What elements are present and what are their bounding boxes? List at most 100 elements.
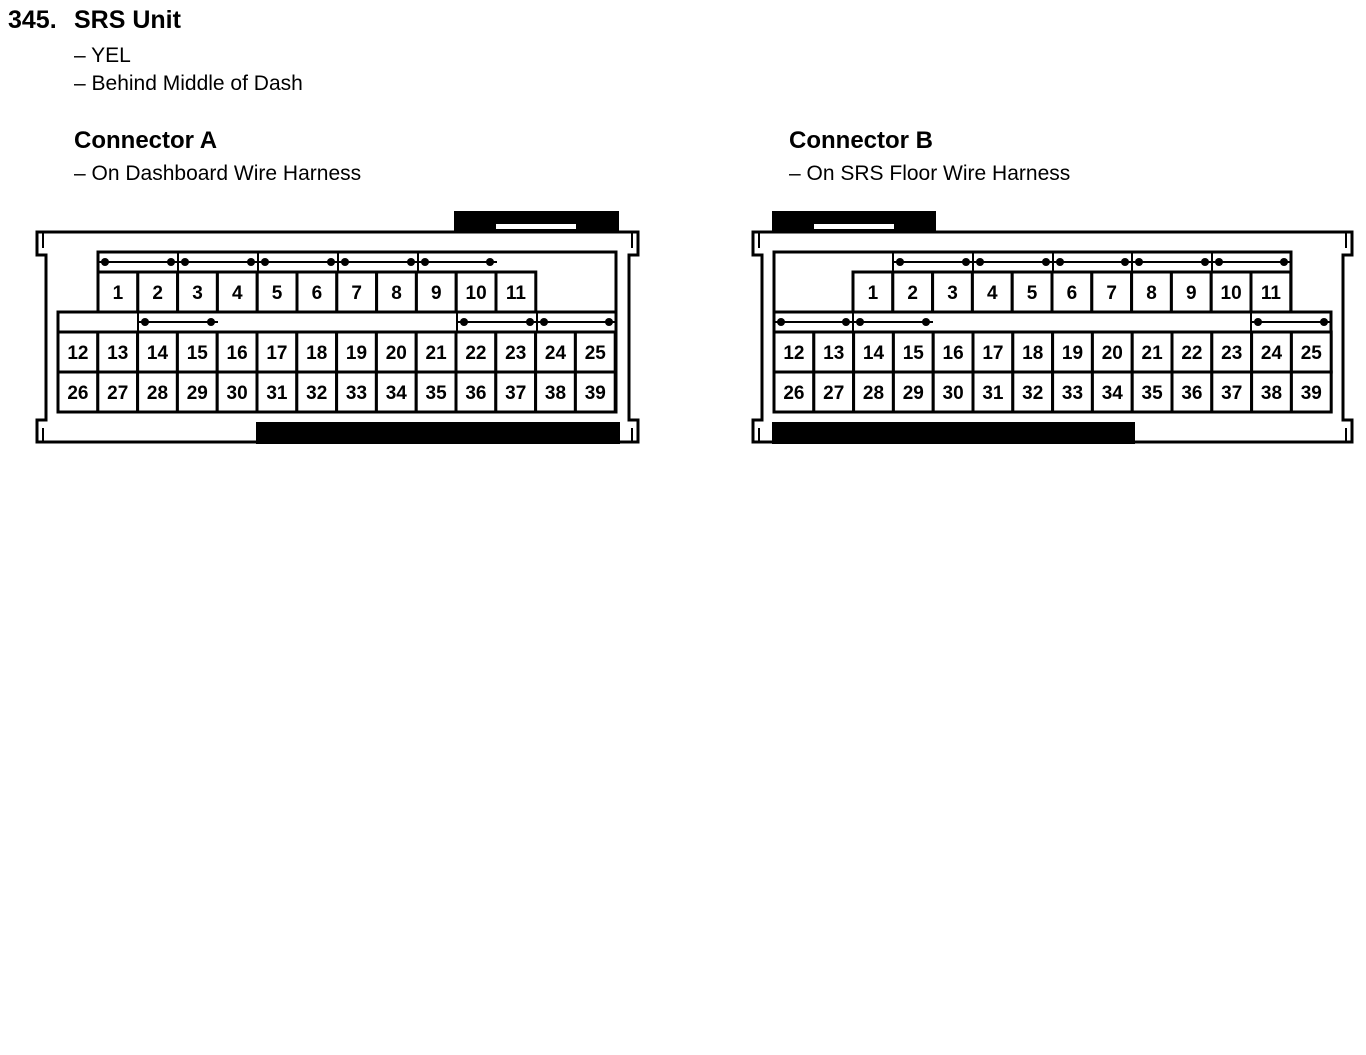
shorting-bar-contact	[207, 318, 215, 326]
pin-row	[8, 1012, 49, 1041]
pin-cell-label: 37	[1221, 383, 1242, 404]
pin-cell-label: 4	[232, 283, 243, 304]
pin-row	[350, 983, 391, 1012]
pin-cell-label: 10	[1221, 283, 1242, 304]
shorting-bar-contact	[327, 258, 335, 266]
pin-cell-label: 13	[107, 343, 128, 364]
pin-cell	[56, 370, 100, 414]
pin-row	[1067, 638, 1105, 667]
pin-row	[1067, 955, 1105, 984]
pin-cell-label: 1	[868, 283, 879, 304]
pin-cell-label: 22	[465, 343, 486, 364]
pin-cell	[573, 370, 617, 414]
pin-cell-label: 6	[1067, 283, 1078, 304]
pin-cell-label: 6	[312, 283, 323, 304]
shorting-bar-contact	[1254, 318, 1262, 326]
pin-cell-label: 2	[907, 283, 918, 304]
pin-cell-label: 27	[823, 383, 844, 404]
pin-row	[1067, 983, 1105, 1012]
pin-row	[350, 609, 391, 638]
pin-row	[1067, 667, 1105, 696]
key-bar	[772, 422, 1135, 444]
shorting-bar-contact	[1320, 318, 1328, 326]
pin-cell-label: 11	[1261, 283, 1282, 304]
pin-cell-label: 13	[823, 343, 844, 364]
pin-row	[8, 580, 49, 609]
pin-cell-label: 7	[351, 283, 362, 304]
pin-row	[350, 638, 391, 667]
pin-row	[8, 839, 49, 868]
pin-row	[350, 494, 391, 523]
pin-row	[8, 926, 49, 955]
pin-cell	[931, 370, 975, 414]
shorting-bar-contact	[261, 258, 269, 266]
pin-cell-label: 5	[1027, 283, 1038, 304]
connector-b-subtitle: – On SRS Floor Wire Harness	[789, 162, 1071, 185]
pin-row	[8, 782, 49, 811]
pin-cell	[215, 330, 259, 374]
pin-row	[350, 551, 391, 580]
shorting-bar-contact	[1042, 258, 1050, 266]
pin-row	[725, 551, 763, 580]
pin-cell-label: 3	[947, 283, 958, 304]
pin-cell	[375, 270, 418, 314]
pin-cell-label: 3	[192, 283, 203, 304]
pin-cell-label: 7	[1106, 283, 1117, 304]
pin-row	[350, 667, 391, 696]
pin-cell	[494, 270, 538, 314]
pin-row	[725, 868, 763, 897]
pin-row	[8, 897, 49, 926]
pin-row	[725, 638, 763, 667]
pin-cell-label: 36	[465, 383, 486, 404]
pin-cell-label: 1	[113, 283, 124, 304]
pin-row	[1067, 724, 1105, 753]
pin-cell-label: 24	[1261, 343, 1283, 364]
pin-cell-label: 34	[386, 383, 408, 404]
pin-row	[8, 638, 49, 667]
pin-cell-label: 18	[1022, 343, 1043, 364]
pin-cell-label: 19	[346, 343, 367, 364]
pin-cell-label: 30	[943, 383, 964, 404]
pin-row	[8, 983, 49, 1012]
pin-row	[725, 667, 763, 696]
pin-cell-label: 32	[1022, 383, 1043, 404]
pin-cell	[852, 330, 895, 374]
unit-title: SRS Unit	[74, 6, 181, 34]
pin-row	[725, 839, 763, 868]
shorting-bar-contact	[421, 258, 429, 266]
pin-row	[725, 1012, 763, 1041]
pin-row	[725, 724, 763, 753]
shorting-bar-contact	[247, 258, 255, 266]
pin-cell-label: 15	[903, 343, 925, 364]
pin-row	[725, 897, 763, 926]
pin-row	[350, 955, 391, 984]
pin-row	[350, 724, 391, 753]
shorting-bar-contact	[1201, 258, 1209, 266]
pin-cell-label: 18	[306, 343, 327, 364]
pin-cell-label: 29	[903, 383, 924, 404]
pin-row	[1067, 695, 1105, 724]
locking-tab	[772, 211, 936, 232]
shorting-bar-contact	[1056, 258, 1064, 266]
shorting-bar-contact	[1121, 258, 1129, 266]
pin-cell-label: 35	[426, 383, 448, 404]
pin-cell	[891, 270, 935, 314]
pin-row	[725, 580, 763, 609]
unit-color: – YEL	[74, 44, 131, 67]
pin-row	[725, 695, 763, 724]
pin-cell-label: 8	[391, 283, 402, 304]
pin-row	[8, 465, 49, 494]
pin-row	[350, 465, 391, 494]
pin-row	[350, 753, 391, 782]
shorting-bar-contact	[101, 258, 109, 266]
pin-row	[8, 955, 49, 984]
pin-row	[1067, 839, 1105, 868]
pin-cell-label: 26	[783, 383, 804, 404]
pin-cell-label: 14	[147, 343, 169, 364]
shorting-bar-contact	[1280, 258, 1288, 266]
pin-row	[1067, 811, 1105, 840]
locking-tab-slot	[814, 224, 894, 229]
connector-a-title: Connector A	[74, 127, 218, 154]
pin-row	[1067, 868, 1105, 897]
